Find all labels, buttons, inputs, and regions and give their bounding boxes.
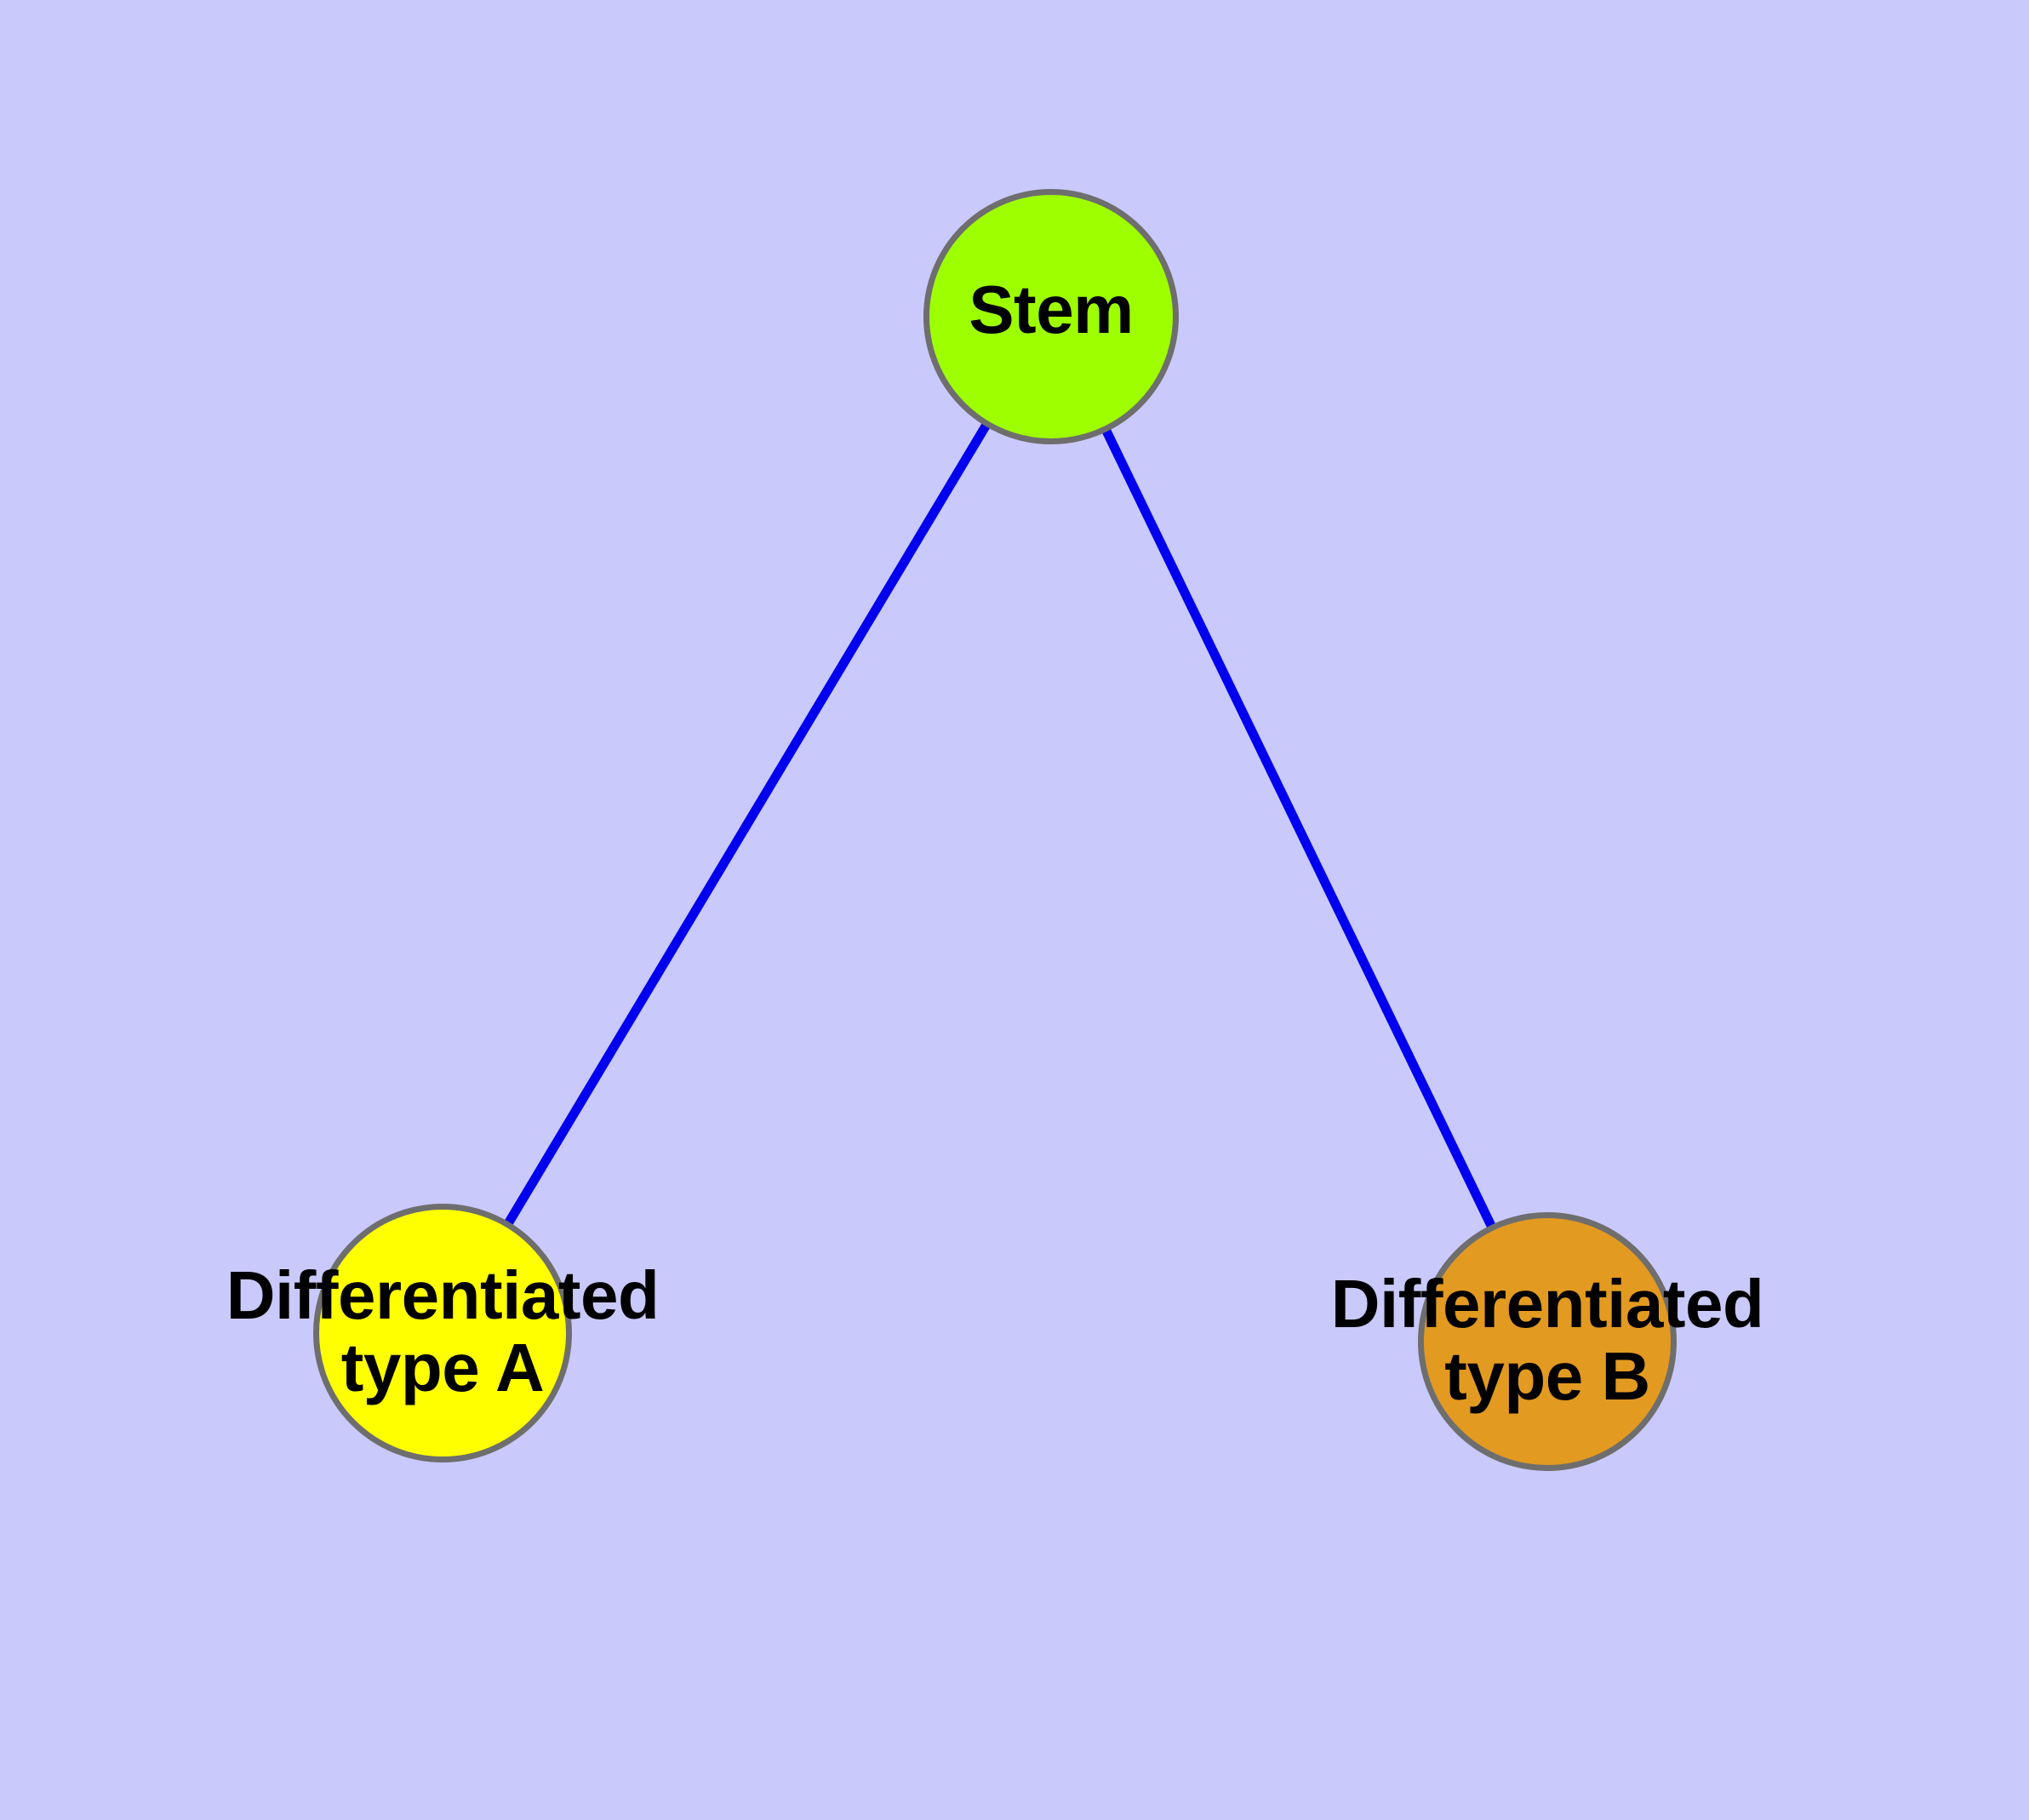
edge-stem-to-type-a[interactable] <box>438 314 1055 1336</box>
node-type-a-label: Differentiated type A <box>17 1257 868 1405</box>
node-type-b-label: Differentiated type B <box>1122 1268 1973 1413</box>
edge-stem-to-type-b[interactable] <box>1047 314 1552 1344</box>
node-type-b-circle[interactable] <box>1418 1212 1677 1471</box>
node-type-b-label-line-2: type B <box>1444 1337 1650 1414</box>
node-stem-label: Stem <box>796 272 1306 347</box>
node-type-b-label-line-1: Differentiated <box>1330 1266 1764 1342</box>
node-type-a-circle[interactable] <box>313 1204 572 1462</box>
node-stem-label-line-1: Stem <box>969 272 1134 347</box>
node-type-a-label-line-2: type A <box>340 1329 545 1405</box>
node-stem-circle[interactable] <box>923 189 1179 444</box>
node-type-a-label-line-1: Differentiated <box>226 1257 660 1333</box>
